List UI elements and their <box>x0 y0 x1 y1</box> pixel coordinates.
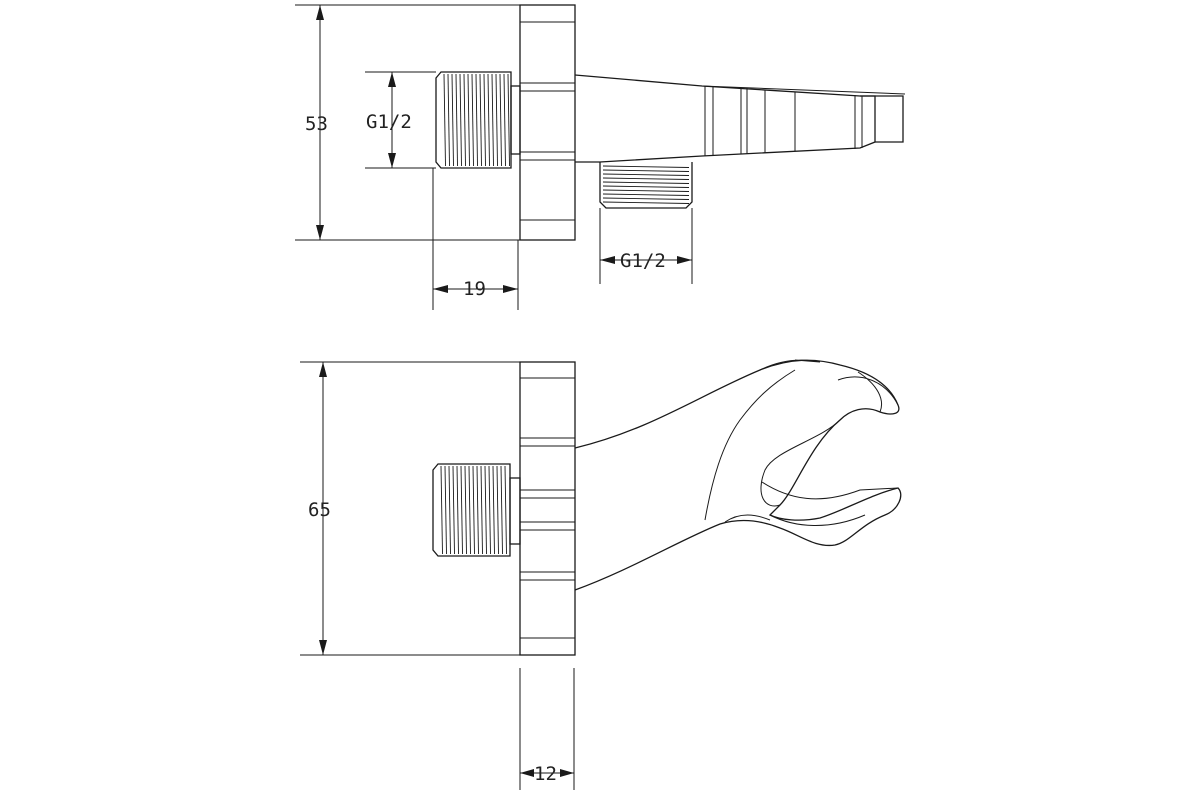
thread-line <box>483 73 486 167</box>
thread-line <box>480 465 483 555</box>
thread-line <box>443 73 446 167</box>
thread-line <box>447 73 450 167</box>
thread-line <box>448 465 451 555</box>
top-flange <box>519 4 576 241</box>
thread-line <box>491 73 494 167</box>
thread-line <box>602 165 690 168</box>
thread-line <box>452 465 455 555</box>
thread-line <box>464 465 467 555</box>
top-thread-left <box>435 71 521 169</box>
thread-line <box>459 73 462 167</box>
top-view: 53 G1/2 19 G1/2 <box>295 4 906 310</box>
thread-line <box>476 465 479 555</box>
dim-label-g12-bottom: G1/2 <box>620 250 666 272</box>
thread-line <box>479 73 482 167</box>
thread-line <box>440 465 443 555</box>
thread-line <box>487 73 490 167</box>
thread-line <box>496 465 499 555</box>
thread-line <box>500 465 503 555</box>
thread-line <box>504 465 507 555</box>
thread-line <box>467 73 470 167</box>
thread-line <box>444 465 447 555</box>
thread-line <box>602 185 690 188</box>
dim-g12-bottom: G1/2 <box>599 208 693 284</box>
holder-arm <box>574 359 902 591</box>
dim-53: 53 <box>295 4 520 241</box>
dim-label-65: 65 <box>308 499 331 521</box>
dim-g12-left: G1/2 <box>365 71 436 169</box>
dim-label-19: 19 <box>463 278 486 300</box>
dim-12: 12 <box>519 668 575 790</box>
thread-line <box>456 465 459 555</box>
bottom-thread <box>432 463 521 557</box>
top-body <box>574 74 906 163</box>
thread-line <box>495 73 498 167</box>
top-thread-bottom <box>599 162 693 209</box>
thread-line <box>460 465 463 555</box>
thread-line <box>451 73 454 167</box>
thread-line <box>602 201 690 204</box>
thread-line <box>602 173 690 176</box>
thread-line <box>463 73 466 167</box>
dim-65: 65 <box>300 361 520 656</box>
bottom-view: 65 12 <box>300 359 902 790</box>
thread-line <box>484 465 487 555</box>
thread-line <box>602 177 690 180</box>
thread-line <box>475 73 478 167</box>
thread-line <box>488 465 491 555</box>
thread-line <box>468 465 471 555</box>
thread-line <box>602 169 690 172</box>
dim-label-12: 12 <box>534 763 557 785</box>
thread-line <box>499 73 502 167</box>
thread-line <box>471 73 474 167</box>
thread-line <box>602 193 690 196</box>
thread-line <box>503 73 506 167</box>
thread-line <box>602 189 690 192</box>
thread-line <box>602 181 690 184</box>
thread-line <box>602 197 690 200</box>
thread-line <box>492 465 495 555</box>
dim-label-g12-left: G1/2 <box>366 111 412 133</box>
bottom-flange <box>519 361 576 656</box>
thread-line <box>455 73 458 167</box>
dim-19: 19 <box>432 168 519 310</box>
thread-line <box>507 73 510 167</box>
thread-line <box>472 465 475 555</box>
dim-label-53: 53 <box>305 113 328 135</box>
